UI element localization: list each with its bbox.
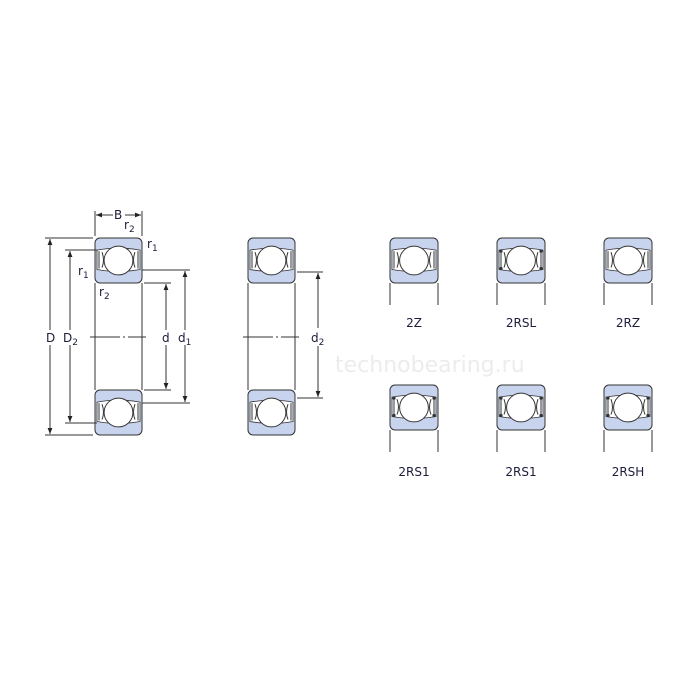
seal-shield bbox=[286, 251, 292, 269]
seal-lip bbox=[536, 398, 542, 416]
variant-drawing-2rz bbox=[603, 237, 653, 305]
variant-label: 2RSH bbox=[612, 465, 645, 479]
variant-drawing-2rsl bbox=[496, 237, 546, 305]
seal-shield bbox=[251, 403, 257, 421]
seal-shield bbox=[98, 403, 104, 421]
radius-label-r2-top: r2 bbox=[124, 218, 135, 235]
variant-drawing-2z bbox=[389, 237, 439, 305]
second-bearing-drawing bbox=[247, 237, 296, 436]
bearing-section bbox=[496, 237, 546, 284]
dim-label-d1: d1 bbox=[178, 331, 191, 348]
radius-label-r1-side: r1 bbox=[78, 264, 89, 281]
radius-label-r1-top: r1 bbox=[147, 237, 158, 254]
ball bbox=[506, 245, 536, 276]
watermark: technobearing.ru bbox=[335, 353, 525, 378]
seal-lip bbox=[499, 266, 503, 271]
bearing-section bbox=[247, 237, 296, 284]
ball bbox=[399, 245, 429, 276]
ball bbox=[256, 245, 287, 276]
dim-label-d: d bbox=[162, 331, 170, 345]
seal-lip bbox=[646, 396, 650, 400]
seal-shield bbox=[643, 251, 649, 269]
seal-lip bbox=[392, 396, 396, 400]
bearing-section bbox=[247, 389, 296, 436]
ball bbox=[399, 392, 429, 423]
seal-lip bbox=[539, 266, 543, 271]
ball bbox=[103, 397, 134, 428]
dim-label-D: D bbox=[46, 331, 55, 345]
seal-shield bbox=[251, 251, 257, 269]
ball bbox=[256, 397, 287, 428]
ball bbox=[506, 392, 536, 423]
main-bearing-drawing bbox=[94, 237, 143, 436]
radius-label-r2-bottom: r2 bbox=[99, 285, 110, 302]
seal-lip bbox=[606, 396, 610, 400]
seal-lip bbox=[539, 413, 543, 418]
bearing-section bbox=[389, 384, 439, 431]
variant-label: 2RSL bbox=[506, 316, 537, 330]
seal-lip bbox=[536, 251, 542, 269]
seal-shield bbox=[133, 251, 139, 269]
bearing-section bbox=[94, 389, 143, 436]
dimension-lines bbox=[45, 211, 323, 436]
seal-contact bbox=[429, 398, 435, 416]
dim-label-d2: d2 bbox=[311, 331, 324, 348]
seal-contact bbox=[643, 398, 649, 416]
seal-variants bbox=[389, 237, 653, 452]
variant-drawing-2rsh bbox=[603, 384, 653, 452]
seal-lip bbox=[606, 413, 610, 418]
seal-shield bbox=[98, 251, 104, 269]
seal-lip bbox=[432, 413, 436, 418]
seal-lip bbox=[539, 249, 543, 253]
seal-contact bbox=[393, 398, 399, 416]
seal-lip bbox=[392, 413, 396, 418]
variant-label: 2Z bbox=[406, 316, 422, 330]
ball bbox=[103, 245, 134, 276]
seal-contact bbox=[607, 398, 613, 416]
bearing-section bbox=[94, 237, 143, 284]
seal-shield bbox=[429, 251, 435, 269]
ball bbox=[613, 392, 643, 423]
seal-shield bbox=[286, 403, 292, 421]
variant-label: 2RZ bbox=[616, 316, 640, 330]
seal-lip bbox=[432, 396, 436, 400]
variant-label: 2RS1 bbox=[398, 465, 429, 479]
seal-lip bbox=[499, 249, 503, 253]
bearing-section bbox=[496, 384, 546, 431]
dim-label-B: B bbox=[114, 208, 122, 222]
variant-drawing-2rs1 bbox=[389, 384, 439, 452]
seal-lip bbox=[499, 396, 503, 400]
ball bbox=[613, 245, 643, 276]
seal-shield bbox=[133, 403, 139, 421]
seal-lip bbox=[499, 413, 503, 418]
seal-shield bbox=[607, 251, 613, 269]
bearing-section bbox=[603, 384, 653, 431]
seal-lip bbox=[646, 413, 650, 418]
seal-lip bbox=[500, 251, 506, 269]
bearing-section bbox=[389, 237, 439, 284]
seal-lip bbox=[500, 398, 506, 416]
bearing-section bbox=[603, 237, 653, 284]
variant-drawing-2rs1 bbox=[496, 384, 546, 452]
seal-lip bbox=[539, 396, 543, 400]
seal-shield bbox=[393, 251, 399, 269]
variant-label: 2RS1 bbox=[505, 465, 536, 479]
dim-label-D2: D2 bbox=[63, 331, 78, 348]
